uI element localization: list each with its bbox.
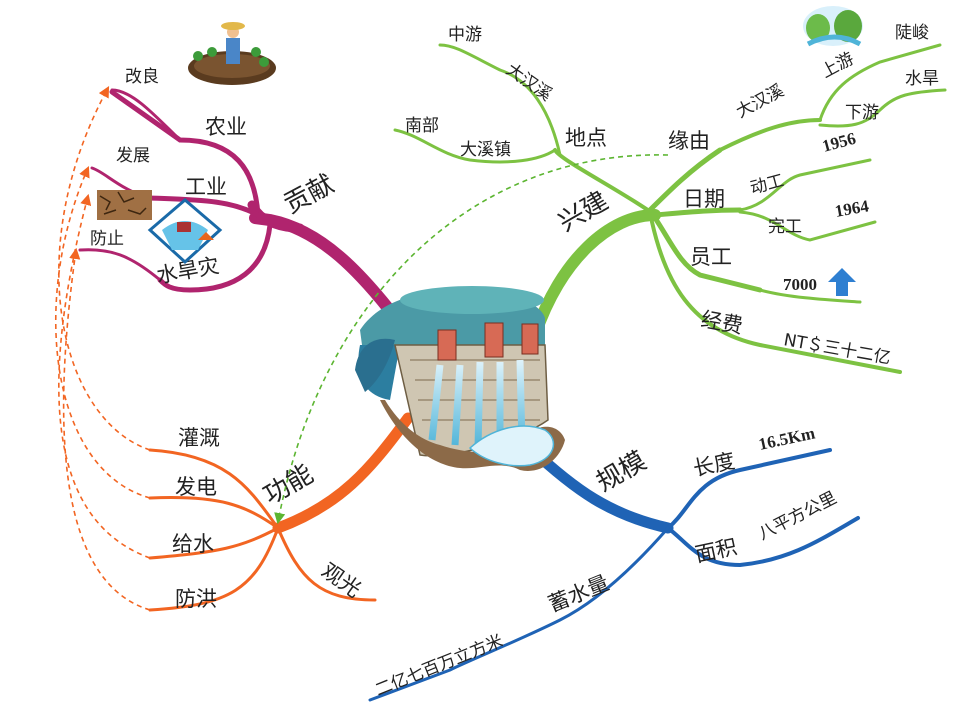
downstream-label: 下游: [845, 103, 879, 123]
contribution-label: 贡献: [279, 169, 339, 220]
scale-label: 规模: [592, 446, 652, 498]
link-flood-to-prevent: [62, 247, 151, 611]
date-start-label: 动工: [748, 171, 786, 199]
cross-links: [54, 86, 669, 611]
agriculture-leaf: 改良: [125, 67, 159, 87]
flood-icon: [147, 198, 223, 265]
staff-value: 7000: [783, 275, 817, 294]
location-label: 地点: [565, 126, 607, 150]
storage-value: 二亿七百万立方米: [372, 631, 506, 700]
date-label: 日期: [683, 187, 725, 211]
origin-label: 缘由: [668, 129, 710, 153]
agriculture-label: 农业: [205, 115, 247, 139]
location-child-1: 大汉溪: [502, 60, 555, 106]
function-item-2: 给水: [172, 532, 214, 556]
length-label: 长度: [691, 449, 737, 481]
budget-label: 经费: [699, 307, 745, 338]
budget-value: NT＄三十二亿: [782, 330, 892, 368]
link-power-to-develop: [54, 165, 151, 499]
length-value: 16.5Km: [757, 423, 817, 453]
industry-label: 工业: [185, 175, 227, 199]
date-start-year: 1956: [820, 129, 858, 156]
function-item-3: 防洪: [175, 587, 217, 611]
area-label: 面积: [693, 535, 739, 567]
up-arrow-icon: [828, 268, 856, 296]
function-label: 功能: [259, 459, 319, 511]
river-landscape-icon: [803, 6, 863, 47]
industry-leaf: 发展: [116, 146, 150, 166]
location-child-2: 南部: [405, 116, 439, 136]
date-finish-label: 完工: [768, 217, 802, 237]
date-finish-year: 1964: [833, 196, 870, 221]
dam-icon: [355, 286, 565, 471]
downstream-leaf: 水旱: [905, 69, 939, 89]
link-irrigation-to-improve: [58, 86, 151, 451]
staff-label: 员工: [690, 245, 732, 269]
link-origin-to-function: [274, 154, 669, 525]
construction-branch: [393, 43, 947, 374]
drought-icon: [97, 190, 152, 220]
farmer-icon: [188, 22, 276, 85]
function-item-0: 灌溉: [178, 426, 220, 450]
upstream-leaf: 陡峻: [895, 23, 929, 43]
origin-river: 大汉溪: [733, 81, 787, 123]
location-child-0: 中游: [448, 25, 482, 45]
link-supply-to-develop: [58, 193, 151, 559]
disaster-leaf: 防止: [90, 229, 124, 249]
location-child-3: 大溪镇: [460, 140, 511, 160]
function-item-1: 发电: [175, 475, 217, 499]
function-branch: [148, 412, 414, 612]
